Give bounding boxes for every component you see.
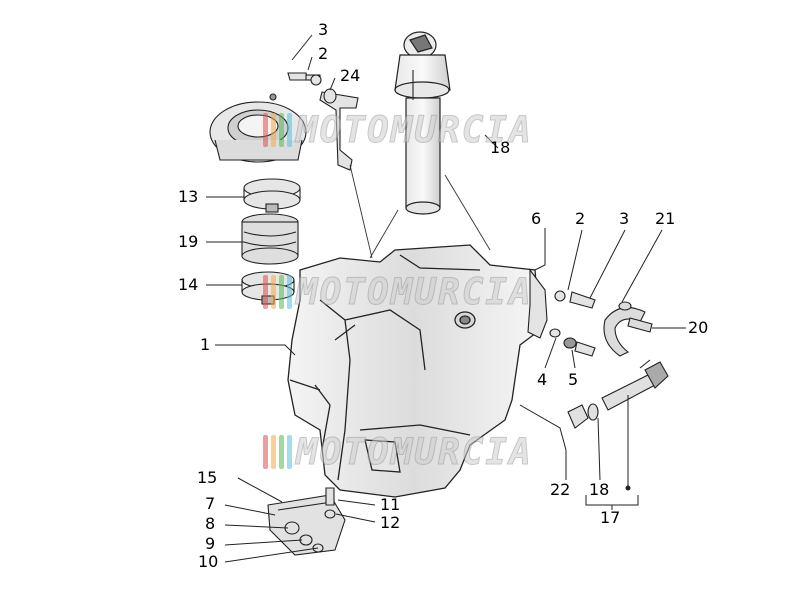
- leader-dot: [625, 485, 631, 491]
- callout-11[interactable]: 11: [380, 495, 401, 514]
- callout-14[interactable]: 14: [178, 275, 199, 294]
- side-bracket: [527, 268, 596, 357]
- fuel-tank: [287, 244, 541, 498]
- watermark-bar: [263, 435, 268, 469]
- callout-2[interactable]: 2: [575, 209, 586, 228]
- watermark-bar: [271, 435, 276, 469]
- callout-18[interactable]: 18: [490, 138, 511, 157]
- callout-22[interactable]: 22: [550, 480, 571, 499]
- leader-lines: [206, 34, 686, 563]
- callout-10[interactable]: 10: [198, 552, 219, 571]
- callout-21[interactable]: 21: [655, 209, 676, 228]
- callout-13[interactable]: 13: [178, 187, 199, 206]
- callout-1[interactable]: 1: [200, 335, 211, 354]
- watermark-logo: MOTOMURCIA: [263, 430, 533, 474]
- callout-5[interactable]: 5: [568, 370, 579, 389]
- callout-17[interactable]: 17: [600, 508, 621, 527]
- callout-24[interactable]: 24: [340, 66, 361, 85]
- callout-6[interactable]: 6: [531, 209, 542, 228]
- watermark-bar: [263, 113, 268, 147]
- watermark-bar: [287, 275, 292, 309]
- watermark-bar: [287, 435, 292, 469]
- callout-2[interactable]: 2: [318, 44, 329, 63]
- vent-hose: [603, 301, 653, 357]
- callout-20[interactable]: 20: [688, 318, 709, 337]
- fuel-tap-assembly: [567, 359, 669, 429]
- watermark-bar: [279, 435, 284, 469]
- fuel-pump-unit: [369, 31, 491, 259]
- callout-7[interactable]: 7: [205, 494, 216, 513]
- watermark-text: MOTOMURCIA: [296, 271, 533, 313]
- callout-12[interactable]: 12: [380, 513, 401, 532]
- watermark-text: MOTOMURCIA: [296, 431, 533, 473]
- callout-8[interactable]: 8: [205, 514, 216, 533]
- watermark-bar: [271, 275, 276, 309]
- watermark-bar: [279, 275, 284, 309]
- watermark-logo: MOTOMURCIA: [263, 270, 533, 314]
- callout-18[interactable]: 18: [589, 480, 610, 499]
- watermark-bar: [287, 113, 292, 147]
- watermark-bar: [271, 113, 276, 147]
- mounting-bracket-top: [287, 72, 373, 259]
- watermark-bar: [263, 275, 268, 309]
- callout-3[interactable]: 3: [318, 20, 329, 39]
- watermark-bar: [279, 113, 284, 147]
- watermark-logo: MOTOMURCIA: [263, 108, 533, 152]
- filler-hose: [241, 213, 299, 265]
- callout-9[interactable]: 9: [205, 534, 216, 553]
- callout-3[interactable]: 3: [619, 209, 630, 228]
- watermark-text: MOTOMURCIA: [296, 109, 533, 151]
- hose-clamp-upper: [243, 178, 301, 213]
- callout-4[interactable]: 4: [537, 370, 548, 389]
- callout-15[interactable]: 15: [197, 468, 218, 487]
- lower-bracket: [267, 487, 346, 556]
- callout-19[interactable]: 19: [178, 232, 199, 251]
